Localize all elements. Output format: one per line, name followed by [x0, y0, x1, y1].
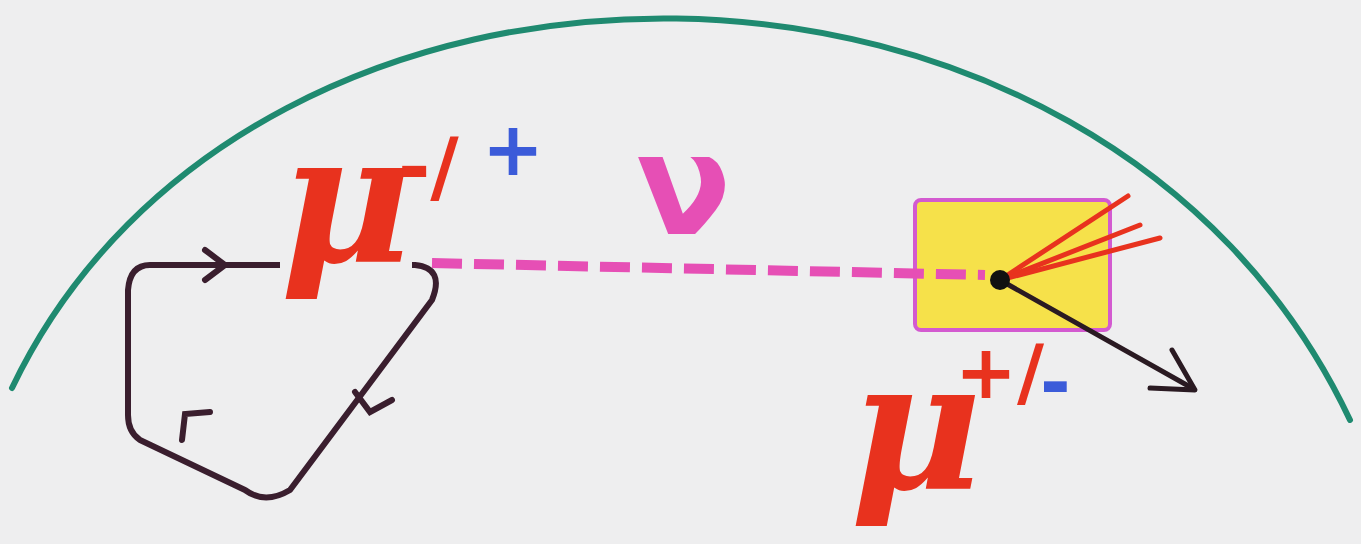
storage-ring: [128, 265, 436, 498]
neutrino-beam: [432, 263, 985, 275]
track: [1000, 238, 1160, 280]
charge-sign: -/: [398, 128, 459, 206]
ring-arrow: [205, 250, 225, 280]
earth-arc: [12, 18, 1350, 420]
charge-sign: -: [1040, 345, 1071, 419]
vertex: [990, 270, 1010, 290]
arrowhead: [1150, 350, 1195, 390]
ring-arrow: [355, 392, 392, 412]
charge-sign: +: [482, 112, 544, 186]
muon-symbol: μ: [280, 118, 412, 280]
ring-arrow: [182, 412, 210, 440]
detector: [915, 200, 1110, 330]
neutrino-symbol: ν: [636, 116, 731, 256]
track: [1000, 225, 1140, 280]
charge-sign: +/: [955, 335, 1044, 409]
